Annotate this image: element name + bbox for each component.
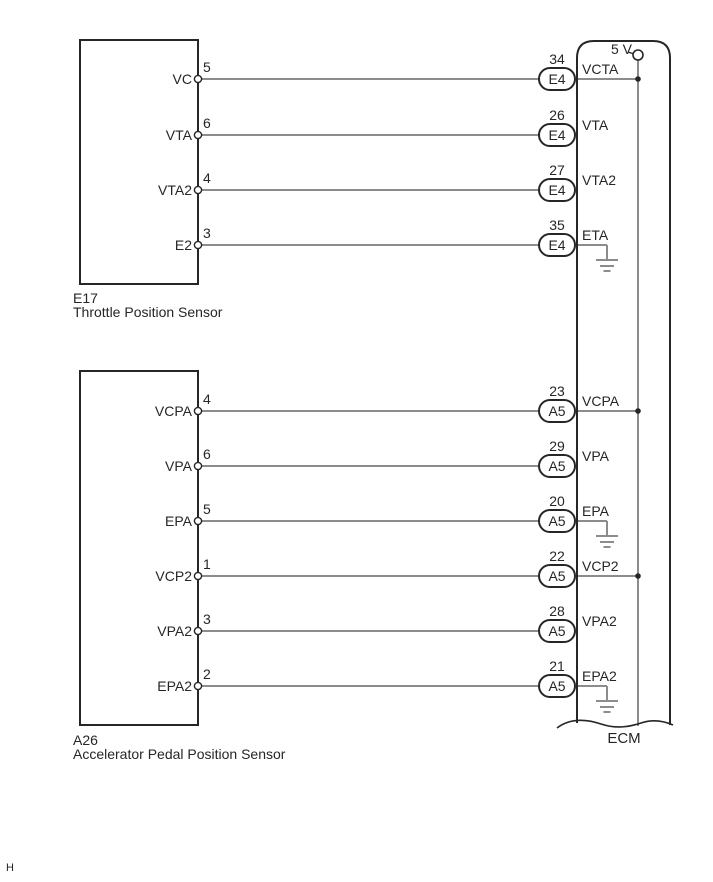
sensor-pin-label: EPA	[165, 513, 192, 529]
sensor-pin-number: 4	[203, 391, 211, 407]
page-footer-mark: H	[6, 862, 14, 874]
pin-circle-e2	[193, 240, 203, 250]
sensor-pin-label: E2	[174, 237, 192, 253]
junction-dot-vcpa	[635, 408, 641, 414]
pin-circle-epa	[193, 516, 203, 526]
ground-icon-epa	[596, 521, 618, 548]
power-supply-label: 5 V	[610, 41, 632, 57]
sensor-pin-number: 2	[203, 666, 211, 682]
ecm-internal-wires	[577, 60, 639, 726]
sensor-pin-number: 6	[203, 115, 211, 131]
connector-capsule: E4	[538, 233, 576, 257]
junction-dot-vcta	[635, 76, 641, 82]
pin-circle-vcpa	[193, 406, 203, 416]
harness-wires	[198, 78, 540, 687]
pin-terminal-circles	[193, 74, 203, 691]
pin-circle-vcp2	[193, 571, 203, 581]
ecm-terminal-number: 28	[549, 603, 565, 619]
ecm-pin-label: ETA	[582, 227, 609, 243]
pin-circle-vpa2	[193, 626, 203, 636]
sensor-code-a26: A26	[73, 732, 98, 748]
ecm-terminal-number: 27	[549, 162, 565, 178]
accelerator-pedal-position-sensor-box	[79, 370, 199, 726]
sensor-pin-number: 5	[203, 59, 211, 75]
sensor-pin-number: 5	[203, 501, 211, 517]
connector-capsule: E4	[538, 178, 576, 202]
ecm-terminal-number: 20	[549, 493, 565, 509]
ecm-pin-label: VPA	[582, 448, 609, 464]
pin-circle-vc	[193, 74, 203, 84]
sensor-pin-number: 4	[203, 170, 211, 186]
ecm-box	[576, 40, 671, 725]
sensor-pin-number: 3	[203, 611, 211, 627]
ecm-pin-label: VTA	[582, 117, 609, 133]
sensor-pin-label: VTA2	[158, 182, 192, 198]
ecm-pin-label: EPA2	[582, 668, 617, 684]
power-source-icon	[632, 49, 644, 61]
sensor-name-accelerator: Accelerator Pedal Position Sensor	[73, 746, 286, 762]
sensor-pin-number: 3	[203, 225, 211, 241]
connector-capsule: E4	[538, 67, 576, 91]
ground-icon-epa2	[596, 686, 618, 713]
sensor-name-throttle: Throttle Position Sensor	[73, 304, 223, 320]
ecm-terminal-number: 22	[549, 548, 565, 564]
sensor-pin-number: 6	[203, 446, 211, 462]
connector-capsule: A5	[538, 454, 576, 478]
sensor-pin-label: VTA	[165, 127, 192, 143]
pin-circle-vpa	[193, 461, 203, 471]
ecm-terminal-number: 26	[549, 107, 565, 123]
connector-capsule: E4	[538, 123, 576, 147]
sensor-pin-label: EPA2	[157, 678, 192, 694]
ecm-terminal-number: 29	[549, 438, 565, 454]
ground-icon-eta	[596, 245, 618, 272]
pin-circle-vta2	[193, 185, 203, 195]
sensor-pin-number: 1	[203, 556, 211, 572]
sensor-pin-label: VC	[172, 71, 192, 87]
sensor-pin-label: VCP2	[155, 568, 192, 584]
sensor-pin-label: VCPA	[154, 403, 192, 419]
ecm-terminal-number: 35	[549, 217, 565, 233]
connector-capsule: A5	[538, 674, 576, 698]
connector-capsule: A5	[538, 399, 576, 423]
ecm-pin-label: VCP2	[582, 558, 619, 574]
connector-capsule: A5	[538, 619, 576, 643]
ecm-torn-edge	[556, 719, 674, 729]
pin-circle-epa2	[193, 681, 203, 691]
connector-capsule: A5	[538, 564, 576, 588]
connector-capsule: A5	[538, 509, 576, 533]
ecm-terminal-number: 34	[549, 51, 565, 67]
ecm-pin-label: VCPA	[582, 393, 620, 409]
sensor-pin-label: VPA2	[157, 623, 192, 639]
ecm-pin-label: EPA	[582, 503, 609, 519]
ecm-pin-label: VTA2	[582, 172, 616, 188]
sensor-pin-label: VPA	[165, 458, 192, 474]
pin-circle-vta	[193, 130, 203, 140]
ecm-terminal-number: 23	[549, 383, 565, 399]
sensor-code-e17: E17	[73, 290, 98, 306]
throttle-position-sensor-box	[79, 39, 199, 285]
ecm-pin-label: VCTA	[582, 61, 619, 77]
ecm-pin-label: VPA2	[582, 613, 617, 629]
junction-dot-vcp2	[635, 573, 641, 579]
ecm-terminal-number: 21	[549, 658, 565, 674]
ecm-label: ECM	[607, 730, 641, 747]
